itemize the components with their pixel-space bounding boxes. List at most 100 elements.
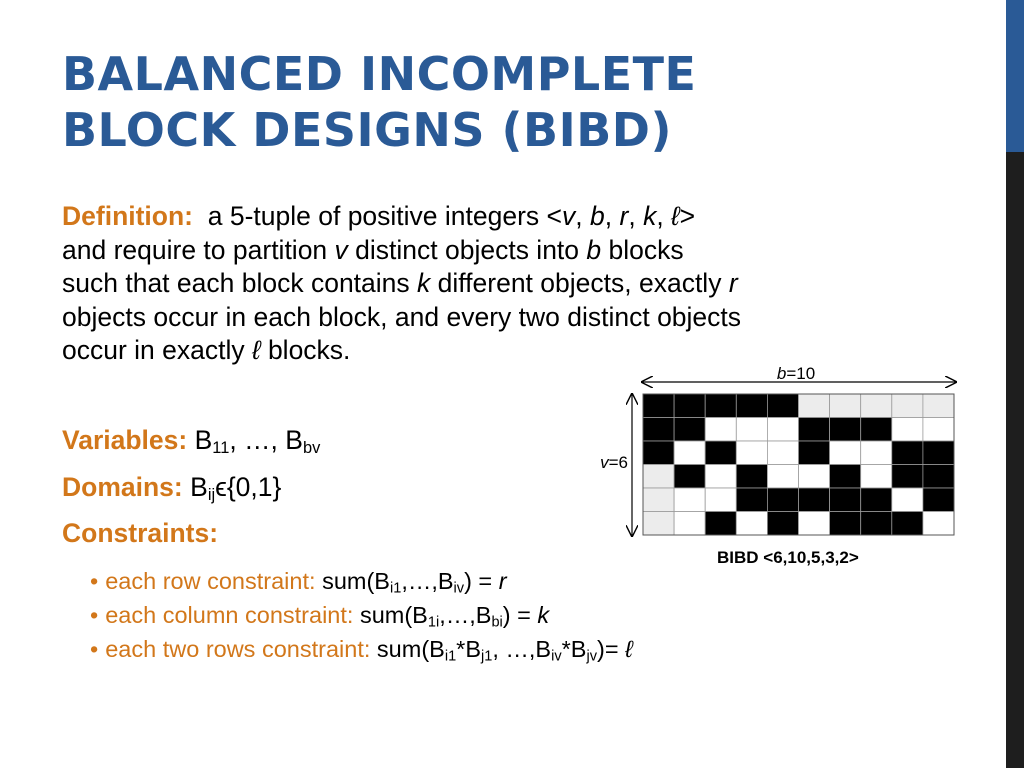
v-dimension-var: v <box>600 453 610 472</box>
definition-text-5a: occur in exactly <box>62 335 252 365</box>
matrix-cell-r2-c10 <box>922 417 955 442</box>
definition-label: Definition: <box>62 201 193 231</box>
sidebar-accent-bottom <box>1006 152 1024 768</box>
matrix-cell-r4-c1 <box>642 464 675 489</box>
constraint-pair-expr-5: )= <box>597 636 626 662</box>
tuple-b: b <box>590 201 605 231</box>
matrix-caption: BIBD <6,10,5,3,2> <box>717 548 859 567</box>
matrix-cell-r5-c2 <box>673 487 706 512</box>
matrix-cell-r1-c10 <box>922 393 955 418</box>
definition-line-2: and require to partition v distinct obje… <box>62 234 952 268</box>
matrix-cell-r2-c5 <box>766 417 799 442</box>
matrix-cell-r4-c8 <box>860 464 893 489</box>
matrix-cell-r4-c3 <box>704 464 737 489</box>
title-line-1: BALANCED INCOMPLETE <box>62 47 697 101</box>
constraint-row-sub-2: iv <box>453 580 465 597</box>
definition-text-2a: and require to partition <box>62 234 335 265</box>
constraint-row-var: r <box>498 568 507 594</box>
matrix-cell-r4-c2 <box>673 464 706 489</box>
definition-paragraph: Definition: a 5-tuple of positive intege… <box>62 200 952 368</box>
constraint-pair-var: ℓ <box>625 636 633 662</box>
matrix-cell-r6-c8 <box>860 511 893 536</box>
constraint-row-sub-1: i1 <box>389 580 402 597</box>
constraint-row: •each row constraint: sum(Bi1,…,Biv) = r <box>90 564 633 598</box>
matrix-cell-r6-c10 <box>922 511 955 536</box>
matrix-cell-r1-c5 <box>766 393 799 418</box>
matrix-cell-r3-c6 <box>798 440 831 465</box>
constraints-line: Constraints: <box>62 518 218 549</box>
matrix-cell-r5-c3 <box>704 487 737 512</box>
tuple-sep-2: , <box>604 201 620 231</box>
matrix-cell-r2-c6 <box>798 417 831 442</box>
inline-v: v <box>334 234 348 265</box>
constraint-column-sub-2: bi <box>491 614 503 631</box>
matrix-cell-r5-c10 <box>922 487 955 512</box>
variables-b1: B <box>194 425 213 455</box>
definition-line-3: such that each block contains k differen… <box>62 267 952 301</box>
matrix-cell-r3-c9 <box>891 440 924 465</box>
constraint-pair-expr-3: , …,B <box>492 636 552 662</box>
bullet-dot: • <box>90 602 99 628</box>
matrix-cell-r4-c9 <box>891 464 924 489</box>
tuple-k: k <box>643 201 657 231</box>
domains-b-sub: ij <box>207 486 216 505</box>
inline-k: k <box>417 268 431 298</box>
matrix-cell-r5-c4 <box>735 487 768 512</box>
bullet-dot: • <box>90 568 99 594</box>
matrix-cell-r3-c4 <box>735 440 768 465</box>
constraint-pair-sub-4: jv <box>586 648 597 665</box>
variables-line: Variables: B11, …, Bbv <box>62 425 320 456</box>
domains-label: Domains: <box>62 472 183 502</box>
tuple-sep-4: , <box>656 201 672 231</box>
definition-text-1: a 5-tuple of positive integers < <box>207 201 563 231</box>
matrix-cell-r4-c6 <box>798 464 831 489</box>
tuple-close: > <box>679 201 696 231</box>
matrix-cell-r1-c7 <box>829 393 862 418</box>
matrix-cell-r6-c7 <box>829 511 862 536</box>
constraint-column-expr-2: ,…,B <box>439 602 492 628</box>
matrix-cell-r6-c5 <box>766 511 799 536</box>
b-dimension-value: =10 <box>786 364 815 383</box>
matrix-cell-r6-c6 <box>798 511 831 536</box>
page-title: BALANCED INCOMPLETE BLOCK DESIGNS (BIBD) <box>62 46 696 158</box>
matrix-cell-r6-c3 <box>704 511 737 536</box>
matrix-cell-r4-c5 <box>766 464 799 489</box>
matrix-cell-r4-c10 <box>922 464 955 489</box>
title-line-2: BLOCK DESIGNS (BIBD) <box>62 103 672 157</box>
matrix-cell-r5-c1 <box>642 487 675 512</box>
matrix-cell-r2-c7 <box>829 417 862 442</box>
b-dimension-label: b=10 <box>777 364 815 383</box>
bibd-matrix-figure: b=10 v=6 <box>600 364 970 542</box>
tuple-v: v <box>562 201 576 231</box>
matrix-cell-r5-c5 <box>766 487 799 512</box>
tuple-r: r <box>619 201 629 231</box>
definition-text-3b: different objects, exactly <box>430 268 729 298</box>
constraint-pair-expr-1: sum(B <box>376 636 445 662</box>
constraint-pair-expr-2: *B <box>456 636 481 662</box>
constraint-column-label: each column constraint: <box>105 602 354 628</box>
matrix-cell-r1-c8 <box>860 393 893 418</box>
inline-r: r <box>728 268 738 298</box>
matrix-cell-r2-c3 <box>704 417 737 442</box>
b-dimension-var: b <box>777 364 786 383</box>
bullet-dot: • <box>90 636 99 662</box>
domains-b: B <box>190 472 208 502</box>
matrix-cell-r6-c4 <box>735 511 768 536</box>
matrix-cell-r5-c9 <box>891 487 924 512</box>
variables-label: Variables: <box>62 425 188 455</box>
matrix-cell-r1-c9 <box>891 393 924 418</box>
constraint-column-sub-1: 1i <box>427 614 440 631</box>
inline-b: b <box>586 234 602 265</box>
tuple-sep-3: , <box>628 201 644 231</box>
matrix-border <box>642 393 955 536</box>
domains-rest: ϵ{0,1} <box>215 472 282 502</box>
constraints-label: Constraints: <box>62 518 219 548</box>
matrix-cell-r2-c4 <box>735 417 768 442</box>
constraint-row-expr-2: ,…,B <box>401 568 454 594</box>
constraint-pair-expr-4: *B <box>561 636 587 662</box>
matrix-cell-r3-c3 <box>704 440 737 465</box>
variables-b1-sub: 11 <box>212 439 230 458</box>
constraint-pair-sub-2: j1 <box>481 648 493 665</box>
matrix-cell-r1-c1 <box>642 393 675 418</box>
definition-line-1: Definition: a 5-tuple of positive intege… <box>62 200 952 234</box>
